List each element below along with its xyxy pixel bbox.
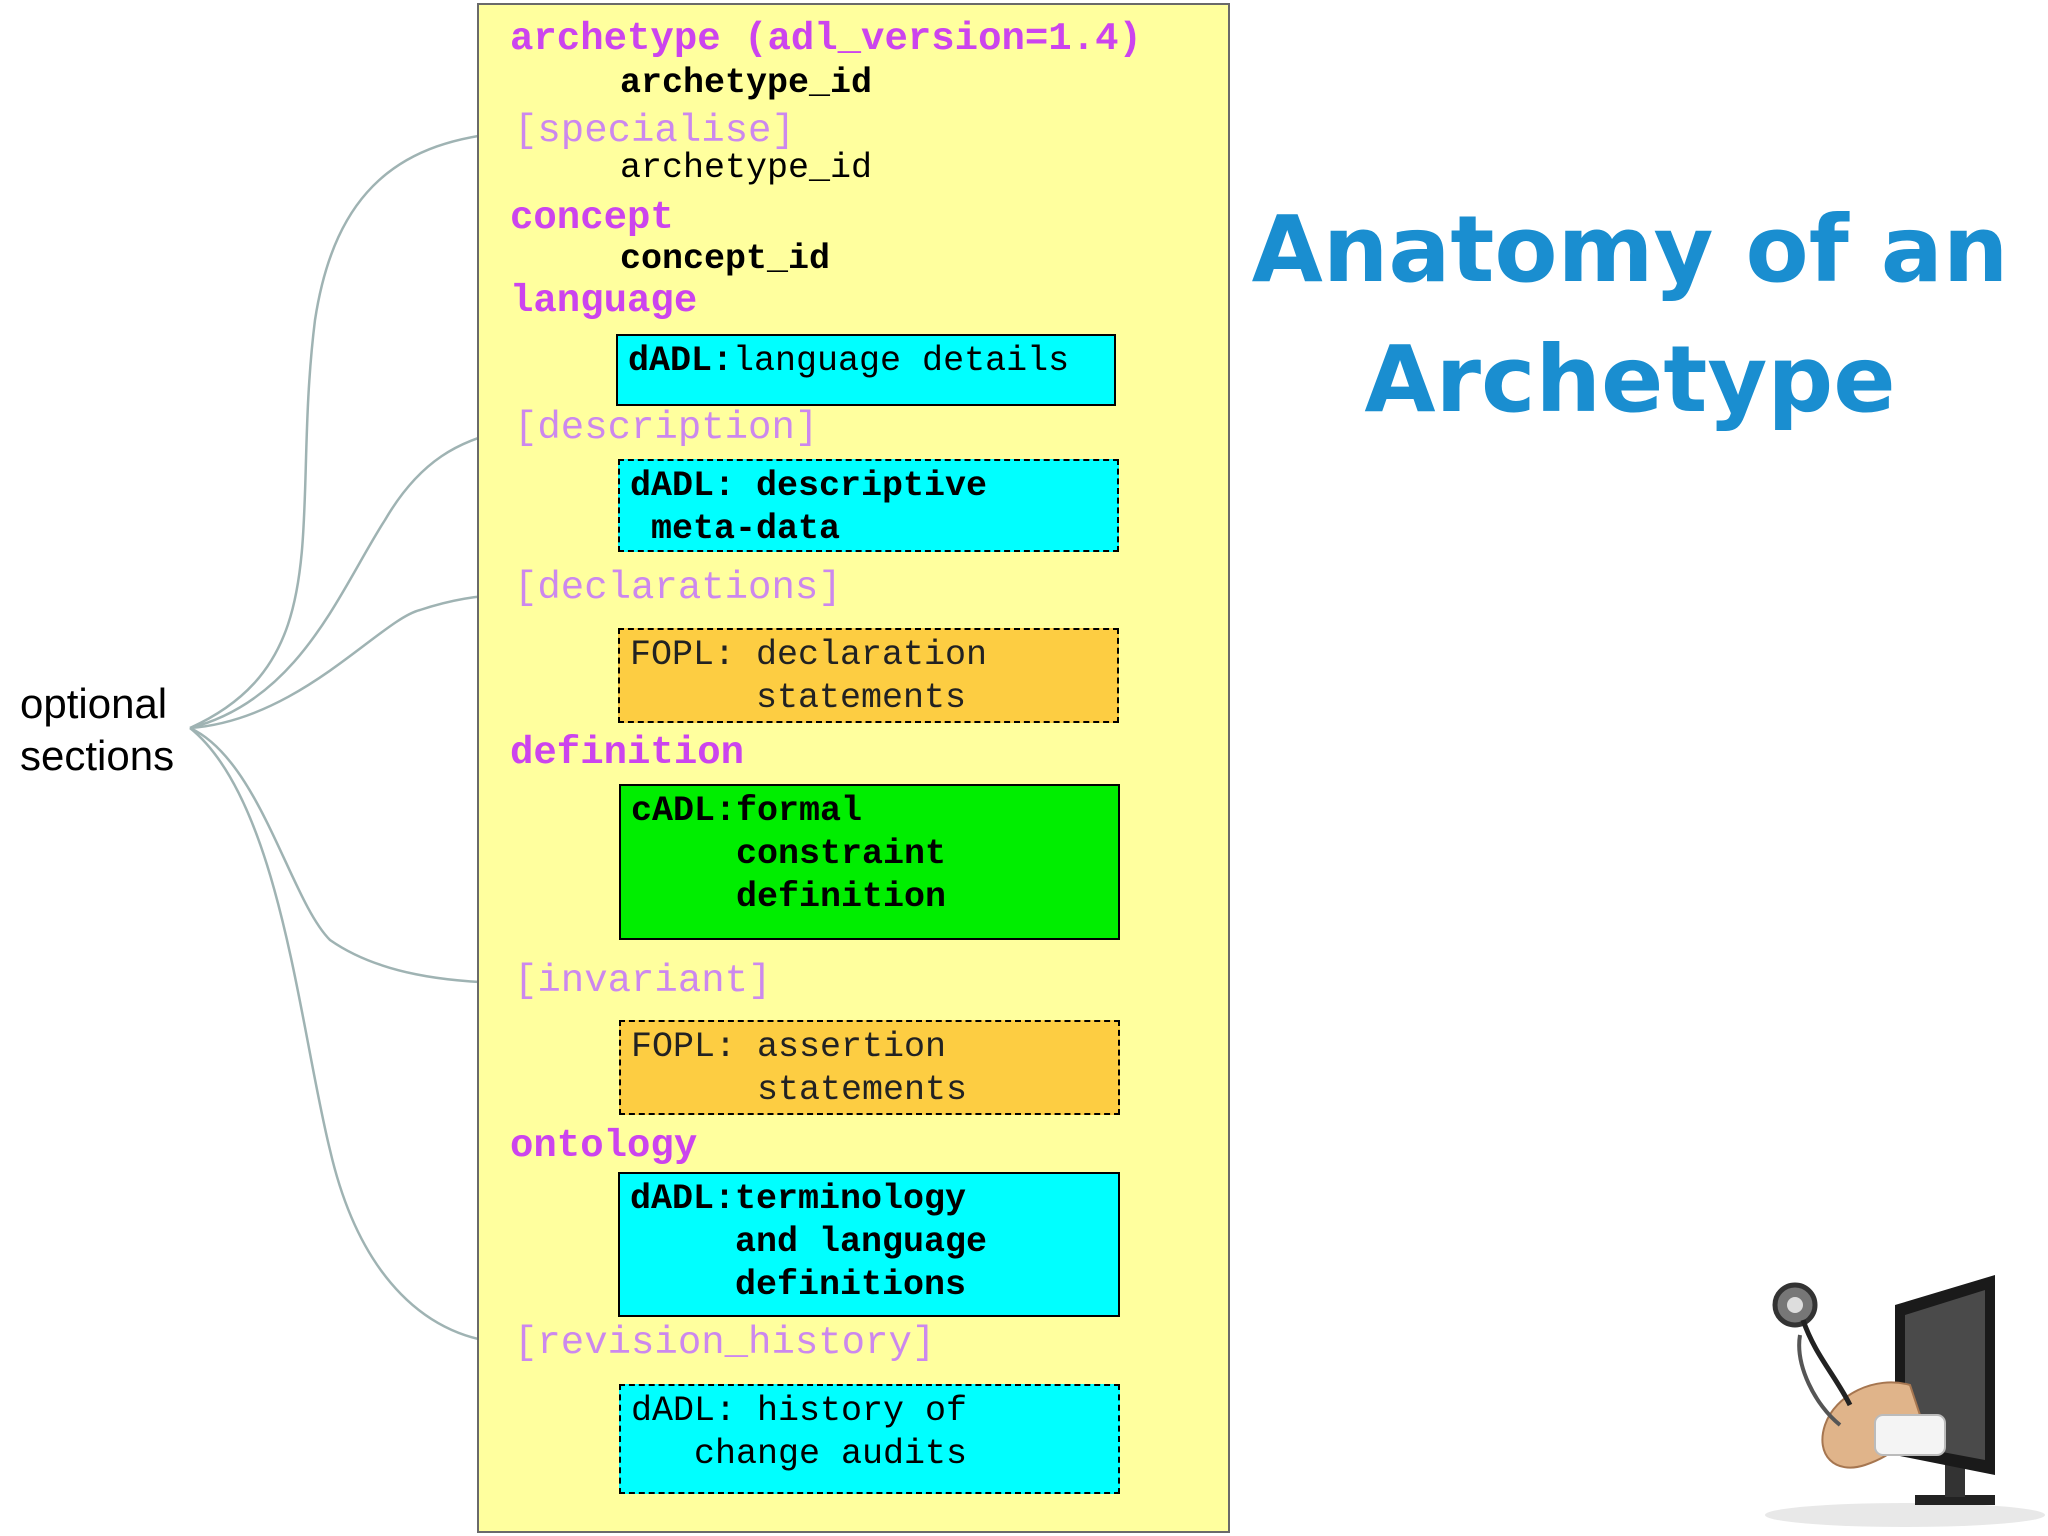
definition-keyword: definition	[510, 731, 745, 775]
revision-history-section: [revision_history]	[514, 1321, 936, 1365]
archetype-header: archetype (adl_version=1.4)	[510, 17, 1142, 61]
description-box-line1: dADL: descriptive	[630, 466, 988, 506]
specialise-section: [specialise]	[514, 109, 795, 153]
concept-keyword: concept	[510, 196, 674, 240]
description-box-line2: meta-data	[630, 509, 841, 549]
definition-box-line2: constraint	[631, 834, 947, 874]
ontology-box-line3: definitions	[630, 1265, 967, 1305]
arrow-to-specialise	[189, 126, 514, 730]
language-box-text: language details	[733, 341, 1070, 381]
revision-box-line1: dADL: history of	[631, 1391, 968, 1431]
slide-title: Anatomy of an Archetype	[1250, 185, 2010, 445]
specialise-archetype-id: archetype_id	[620, 148, 873, 188]
definition-box-line3: definition	[631, 877, 947, 917]
arrow-to-declarations	[189, 589, 509, 730]
ontology-box-line1: dADL:terminology	[630, 1179, 967, 1219]
assertion-statements-box: FOPL: assertion statements	[619, 1020, 1120, 1115]
archetype-id-value: archetype_id	[620, 63, 873, 103]
ontology-keyword: ontology	[510, 1124, 698, 1168]
formal-constraint-definition-box: cADL:formal constraint definition	[619, 784, 1120, 940]
arrow-to-description	[189, 426, 509, 730]
terminology-definitions-box: dADL:terminology and language definition…	[618, 1172, 1120, 1317]
language-details-box: dADL:language details	[616, 334, 1116, 406]
title-line1: Anatomy of an	[1251, 196, 2009, 303]
optional-label-line1: optional	[20, 680, 168, 727]
language-keyword: language	[510, 279, 698, 323]
invariant-section: [invariant]	[514, 959, 772, 1003]
revision-box-line2: change audits	[631, 1434, 968, 1474]
description-section: [description]	[514, 406, 819, 450]
declarations-section: [declarations]	[514, 566, 842, 610]
optional-sections-label: optional sections	[20, 678, 174, 782]
descriptive-metadata-box: dADL: descriptive meta-data	[618, 459, 1119, 552]
title-line2: Archetype	[1364, 326, 1896, 433]
arrow-to-invariant	[189, 726, 509, 989]
declarations-box-line1: FOPL: declaration	[630, 635, 988, 675]
language-box-prefix: dADL:	[628, 341, 734, 381]
invariant-box-line2: statements	[631, 1070, 968, 1110]
arrow-to-revision-history	[189, 727, 510, 1349]
doctor-stethoscope-monitor-icon	[1765, 1275, 2045, 1527]
ontology-box-line2: and language	[630, 1222, 988, 1262]
definition-box-line1: cADL:formal	[631, 791, 863, 831]
declaration-statements-box: FOPL: declaration statements	[618, 628, 1119, 723]
optional-label-line2: sections	[20, 732, 175, 779]
declarations-box-line2: statements	[630, 678, 967, 718]
invariant-box-line1: FOPL: assertion	[631, 1027, 947, 1067]
change-audits-box: dADL: history of change audits	[619, 1384, 1120, 1494]
concept-id-value: concept_id	[620, 239, 831, 279]
